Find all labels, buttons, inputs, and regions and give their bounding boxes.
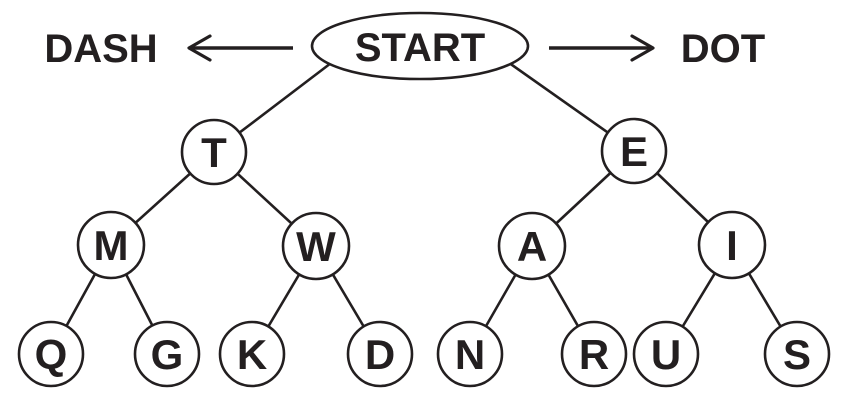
node-g-label: G	[151, 331, 184, 378]
node-k: K	[218, 320, 286, 388]
node-k-label: K	[237, 331, 267, 378]
node-a-circle	[497, 211, 567, 281]
dot-label: DOT	[681, 27, 765, 71]
node-start: START	[310, 11, 530, 81]
node-u-label: U	[651, 331, 681, 378]
node-i-circle	[697, 210, 767, 280]
node-e-circle	[600, 117, 668, 185]
node-q: Q	[17, 320, 85, 388]
dash-label: DASH	[44, 27, 157, 71]
node-m-label: M	[94, 222, 129, 269]
node-k-circle	[218, 320, 286, 388]
node-a: A	[497, 211, 567, 281]
node-s: S	[763, 320, 831, 388]
node-d-circle	[346, 320, 414, 388]
node-u-circle	[632, 320, 700, 388]
node-r: R	[560, 320, 628, 388]
node-m-circle	[76, 210, 146, 280]
node-g-circle	[133, 320, 201, 388]
node-e: E	[600, 117, 668, 185]
start-ellipse	[310, 11, 530, 81]
node-e-label: E	[620, 128, 648, 175]
node-t-circle	[180, 118, 248, 186]
node-d: D	[346, 320, 414, 388]
node-r-label: R	[579, 331, 609, 378]
dash-arrow-head-icon	[187, 34, 212, 62]
node-m: M	[76, 210, 146, 280]
node-s-label: S	[783, 331, 811, 378]
node-q-circle	[17, 320, 85, 388]
node-d-label: D	[365, 331, 395, 378]
node-n-circle	[436, 320, 504, 388]
node-n: N	[436, 320, 504, 388]
node-u: U	[632, 320, 700, 388]
dot-arrow	[549, 34, 655, 62]
node-w-circle	[281, 211, 351, 281]
node-a-label: A	[517, 223, 547, 270]
node-w-label: W	[296, 223, 336, 270]
node-i-label: I	[726, 222, 738, 269]
node-s-circle	[763, 320, 831, 388]
node-n-label: N	[455, 331, 485, 378]
node-i: I	[697, 210, 767, 280]
tree-edges	[49, 58, 799, 355]
node-q-label: Q	[35, 331, 68, 378]
dot-arrow-head-icon	[630, 34, 655, 62]
node-g: G	[133, 320, 201, 388]
node-w: W	[281, 211, 351, 281]
node-start-label: START	[355, 26, 485, 70]
node-t-label: T	[201, 129, 227, 176]
node-t: T	[180, 118, 248, 186]
node-r-circle	[560, 320, 628, 388]
dash-arrow	[187, 34, 293, 62]
